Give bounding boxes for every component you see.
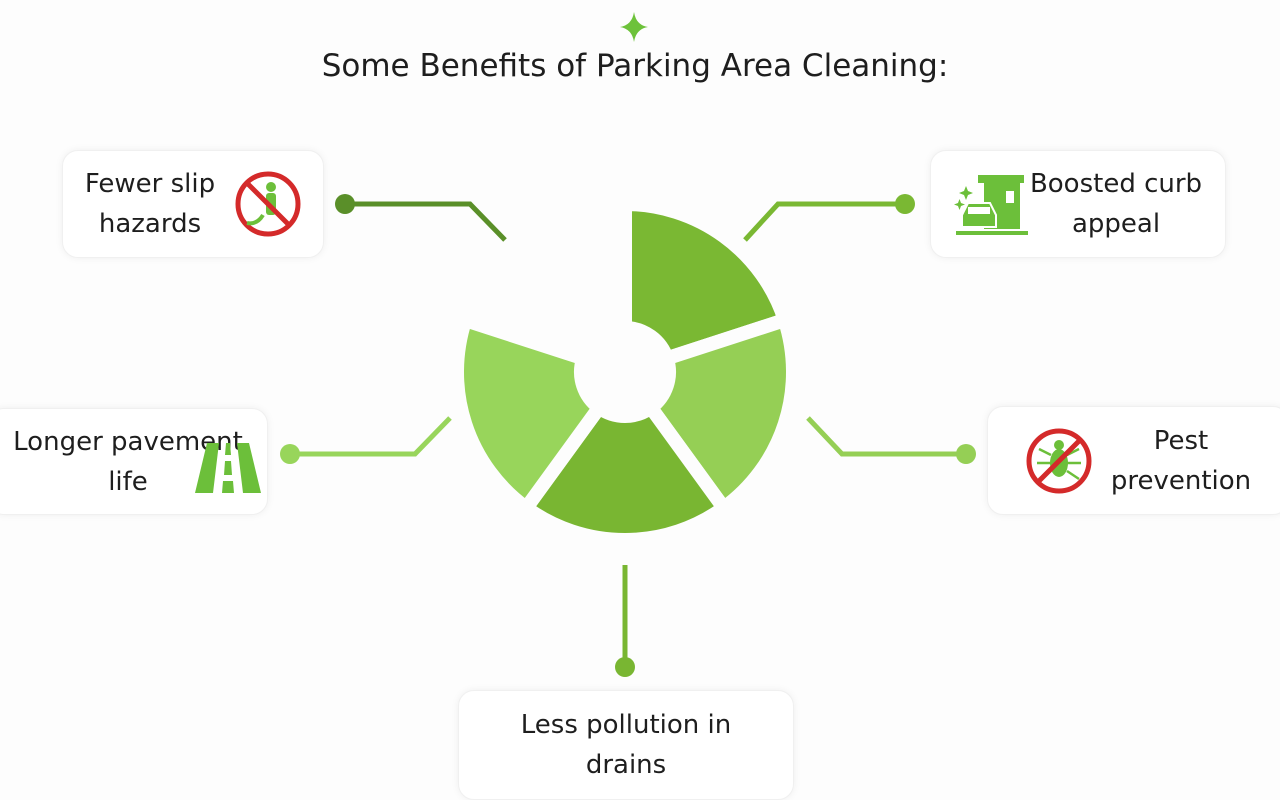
connector-dot xyxy=(956,444,976,464)
connector-line xyxy=(743,201,905,242)
benefit-card-less-pollution: Less pollution in drains xyxy=(458,690,794,800)
connector-line xyxy=(806,416,966,457)
car-storefront-icon xyxy=(953,175,1028,235)
benefit-label: Boosted curb appeal xyxy=(1029,169,1203,239)
benefit-label: Less pollution in drains xyxy=(520,710,732,780)
connector-dot xyxy=(895,194,915,214)
connector-dot xyxy=(615,657,635,677)
no-pest-icon xyxy=(1026,428,1092,493)
road-icon xyxy=(195,443,261,493)
benefit-label: Longer pavement life xyxy=(13,426,243,497)
pie-segment xyxy=(641,311,800,518)
connector-dot xyxy=(280,444,300,464)
benefit-label: Fewer slip hazards xyxy=(84,169,216,239)
benefit-label: Pest prevention xyxy=(1110,425,1252,496)
sparkle-icon xyxy=(620,12,648,42)
pie-segment xyxy=(618,196,794,368)
benefit-card-boosted-curb-appeal: Boosted curb appeal xyxy=(930,150,1226,258)
connector-line xyxy=(345,201,507,242)
benefit-card-longer-pavement-life: Longer pavement life xyxy=(0,408,268,515)
benefit-card-fewer-slip-hazards: Fewer slip hazards xyxy=(62,150,324,258)
page-title: Some Benefits of Parking Area Cleaning: xyxy=(321,48,949,84)
connector-line xyxy=(290,416,452,457)
pie-segment xyxy=(450,311,609,518)
connector-dot xyxy=(335,194,355,214)
benefit-card-pest-prevention: Pest prevention xyxy=(987,406,1280,515)
no-slip-icon xyxy=(235,171,301,237)
